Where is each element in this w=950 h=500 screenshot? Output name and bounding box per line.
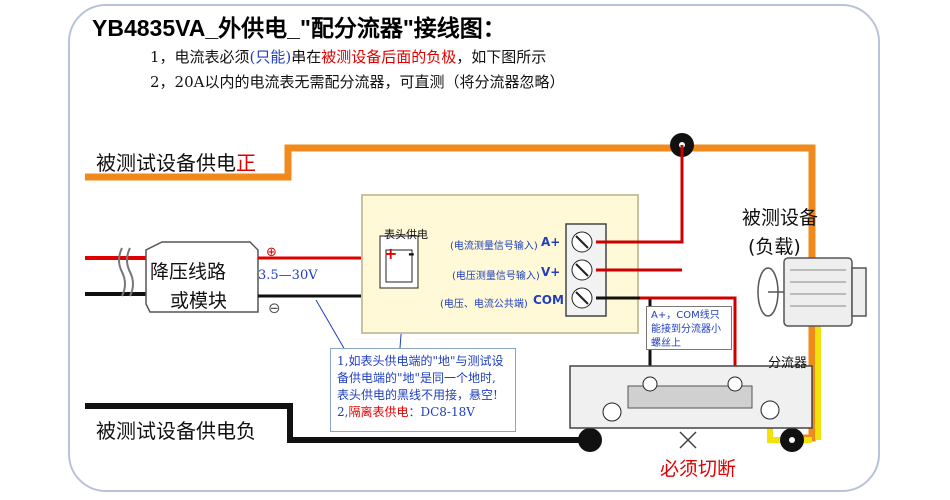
shunt-note: A+，COM线只能接到分流器小螺丝上 [646,306,732,350]
meter-minus-sign: - [408,244,415,263]
negative-supply-label: 被测试设备供电负 [96,419,256,443]
terminal-v-plus: V+ [541,265,561,279]
note-line-2: 2，20A以内的电流表无需配分流器，可直测（将分流器忽略） [150,73,565,91]
a-plus-desc: (电流测量信号输入) [450,241,538,252]
info-box: 1,如表头供电端的"地"与测试设 备供电端的"地"是同一个地时, 表头供电的黑线… [330,348,516,432]
info-line-1: 1,如表头供电端的"地"与测试设 [337,354,504,368]
info-line-3: 表头供电的黑线不用接，悬空! [337,388,498,402]
meter-plus-sign: + [384,244,398,263]
terminal-com: COM [533,293,564,307]
positive-supply-label: 被测试设备供电正 [96,151,256,175]
note-line-1: 1，电流表必须(只能)串在被测设备后面的负极，如下图所示 [150,48,547,66]
v-plus-desc: (电压测量信号输入) [452,271,540,282]
converter-label-1: 降压线路 [150,261,227,283]
load-sublabel: (负载) [748,236,801,258]
converter-plus-icon: ⊕ [266,245,277,260]
a-plus-wire [596,145,684,244]
junction-negative [578,428,602,452]
load-label: 被测设备 [742,207,819,229]
info-line-2: 备供电端的"地"是同一个地时, [337,371,496,385]
converter-minus-icon: ⊖ [268,299,281,317]
com-desc: (电压、电流公共端) [440,299,528,310]
voltage-range: 3.5—30V [258,268,318,283]
converter-box [145,241,259,313]
meter-power-label: 表头供电 [384,228,428,241]
cut-cross-icon [679,431,697,449]
info-line-4: 2,隔离表供电：DC8-18V [337,405,475,419]
shunt-label: 分流器 [768,356,808,371]
must-cut-label: 必须切断 [660,458,737,480]
diagram-frame [68,4,880,492]
terminal-a-plus: A+ [541,235,561,249]
page-title: YB4835VA_外供电_"配分流器"接线图： [92,15,506,41]
converter-label-2: 或模块 [170,290,228,312]
load-motor [757,257,867,327]
